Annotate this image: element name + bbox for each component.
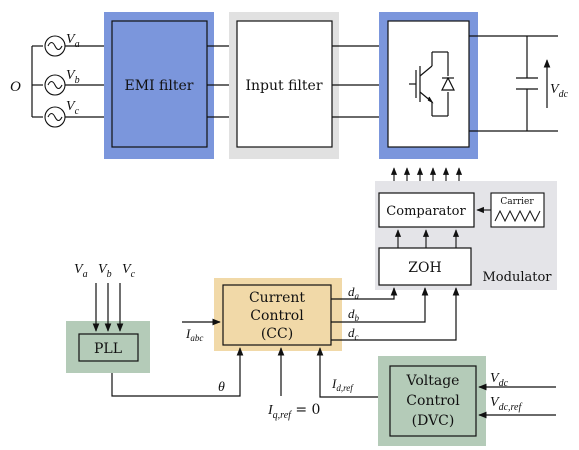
sine-circle-icon — [44, 35, 66, 57]
vdc-label: Vdc — [550, 82, 569, 100]
input-filter-label: Input filter — [245, 78, 322, 94]
ac-source-a — [44, 35, 66, 57]
id-ref-wire — [316, 347, 378, 398]
igbt-transistor-icon — [409, 51, 449, 117]
cc-label-line1: Current — [249, 290, 305, 306]
duty-cycle-wires — [331, 287, 460, 341]
comparator-label: Comparator — [386, 204, 466, 219]
dvc-panel: Voltage Control (DVC) — [378, 356, 486, 446]
capacitor-icon — [516, 77, 538, 90]
input-filter-block: Input filter — [229, 12, 339, 159]
carrier-label: Carrier — [500, 197, 534, 207]
iq-ref-label: Iq,ref = 0 — [267, 402, 320, 421]
duty-label-c: dc — [348, 325, 359, 342]
pll-label: PLL — [94, 341, 122, 357]
theta-label: θ — [218, 380, 225, 395]
pll-input-label-b: Vb — [98, 262, 112, 280]
triangle-wave-icon — [494, 209, 541, 223]
zoh-block: ZOH — [378, 247, 472, 286]
pll-input-label-c: Vc — [122, 262, 136, 280]
sine-circle-icon — [44, 106, 66, 128]
phase-wires-out — [332, 45, 388, 118]
pll-input-label-a: Va — [74, 262, 88, 280]
source-label-a: Va — [66, 32, 80, 50]
theta-wire — [111, 347, 244, 397]
duty-label-a: da — [348, 284, 360, 301]
dvc-input-label-vdc-ref: Vdc,ref — [490, 395, 522, 413]
comparator-block: Comparator — [378, 192, 475, 228]
zoh-to-comparator-arrows — [394, 229, 460, 248]
cc-label-line2: Control — [250, 308, 304, 324]
dvc-label-line2: Control — [406, 393, 460, 409]
iabc-label: Iabc — [185, 326, 203, 343]
ac-source-b — [44, 74, 66, 96]
power-stage — [31, 45, 43, 118]
dc-link — [469, 35, 558, 132]
source-label-c: Vc — [66, 99, 80, 117]
dvc-label-line3: (DVC) — [412, 413, 455, 429]
id-ref-label: Id,ref — [331, 376, 354, 393]
converter-block — [379, 12, 478, 159]
sine-circle-icon — [44, 74, 66, 96]
zoh-label: ZOH — [408, 260, 441, 276]
current-control-panel: Current Control (CC) — [214, 278, 342, 351]
modulator-label: Modulator — [482, 270, 552, 285]
carrier-block: Carrier — [490, 192, 545, 228]
dvc-input-label-vdc: Vdc — [490, 371, 509, 389]
emi-filter-label: EMI filter — [125, 78, 194, 94]
neutral-label: O — [10, 79, 21, 95]
diode-icon — [441, 76, 455, 91]
duty-label-b: db — [348, 306, 360, 323]
emi-filter-block: EMI filter — [104, 12, 214, 159]
cc-label-line3: (CC) — [261, 326, 293, 342]
dvc-label-line1: Voltage — [406, 373, 460, 389]
source-label-b: Vb — [66, 68, 80, 86]
ac-source-c — [44, 106, 66, 128]
pll-input-arrows — [92, 283, 124, 332]
